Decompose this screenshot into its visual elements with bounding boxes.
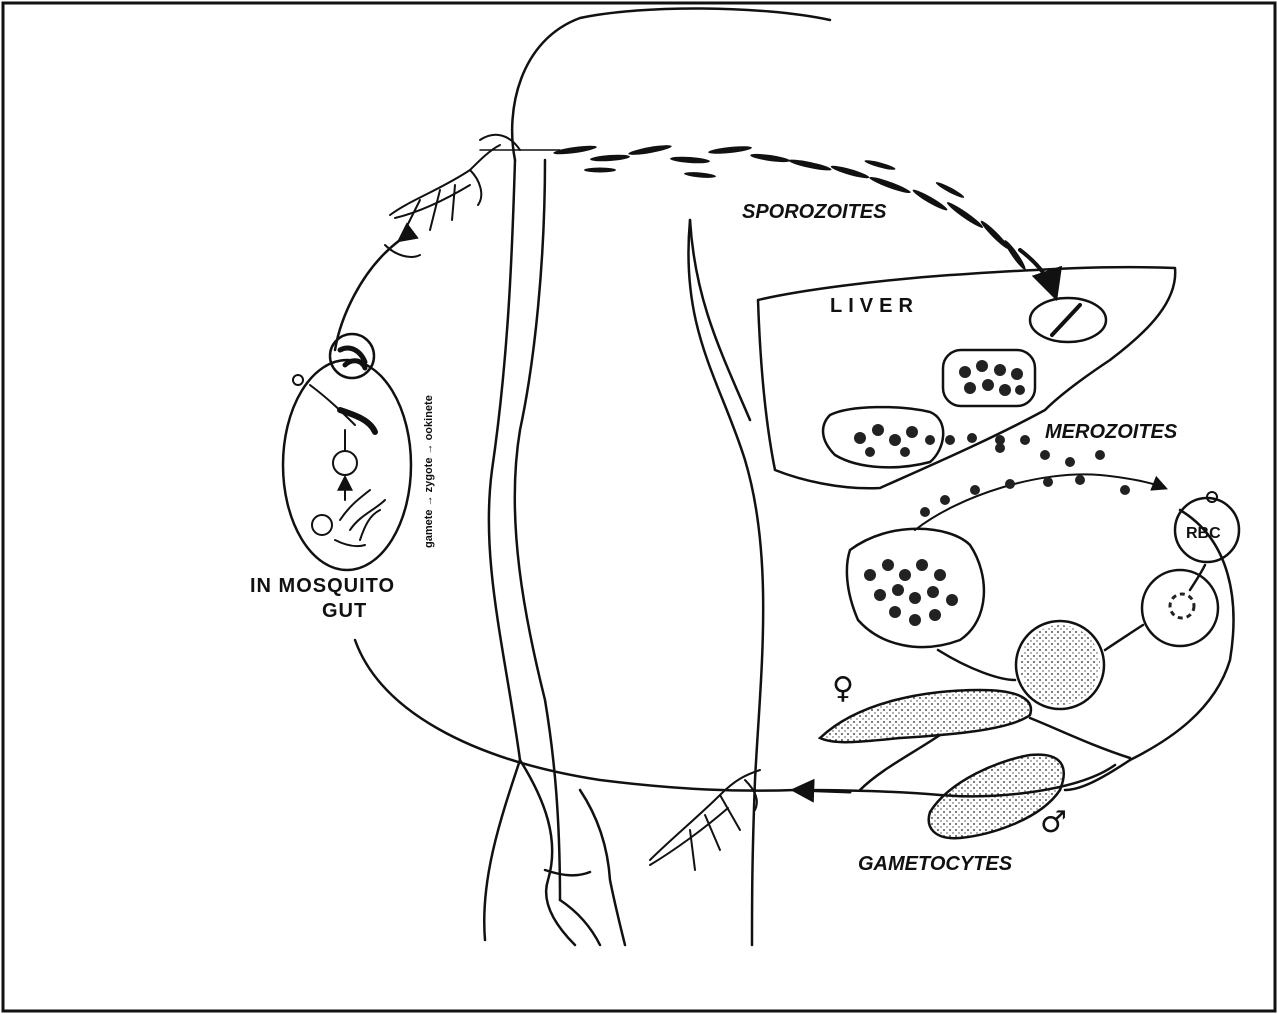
male-symbol: ♂	[1040, 805, 1067, 840]
label-in-mosquito: IN MOSQUITO	[250, 575, 395, 597]
mosquito-icon-bottom	[650, 770, 760, 870]
rbc-ring-stage	[1170, 594, 1194, 618]
oocyst-sporozoites	[340, 348, 365, 368]
liver-rupturing-schizont	[823, 407, 1030, 467]
uptake-arrow	[795, 790, 850, 792]
cycle-arrow-to-mosquito	[335, 240, 400, 350]
mosquito-icon-top	[385, 135, 560, 257]
label-liver: LIVER	[830, 295, 919, 317]
merozoite-dots	[920, 443, 1130, 517]
label-sporozoites: SPOROZOITES	[742, 201, 887, 223]
rbc-trophozoite	[1020, 625, 1100, 705]
sporozoite-arrow	[1020, 250, 1055, 295]
female-symbol: ♀	[832, 671, 854, 706]
label-gut-stages: gamete → zygote → ookinete	[423, 395, 435, 548]
label-gut: GUT	[322, 600, 367, 622]
label-rbc: RBC	[1186, 525, 1221, 542]
merozoite-release-arrow	[915, 474, 1165, 530]
oocyst-cell	[330, 334, 374, 378]
liver-cell-sporozoite	[1030, 298, 1106, 342]
label-gametocytes: GAMETOCYTES	[858, 853, 1013, 875]
rbc-schizont-merozoites	[864, 559, 958, 626]
mosquito-gut-oval	[283, 360, 411, 570]
liver-schizont	[943, 350, 1035, 406]
label-merozoites: MEROZOITES	[1045, 421, 1178, 443]
mosquito-gut-stages	[293, 375, 385, 546]
bottom-cycle-arc	[355, 640, 795, 791]
